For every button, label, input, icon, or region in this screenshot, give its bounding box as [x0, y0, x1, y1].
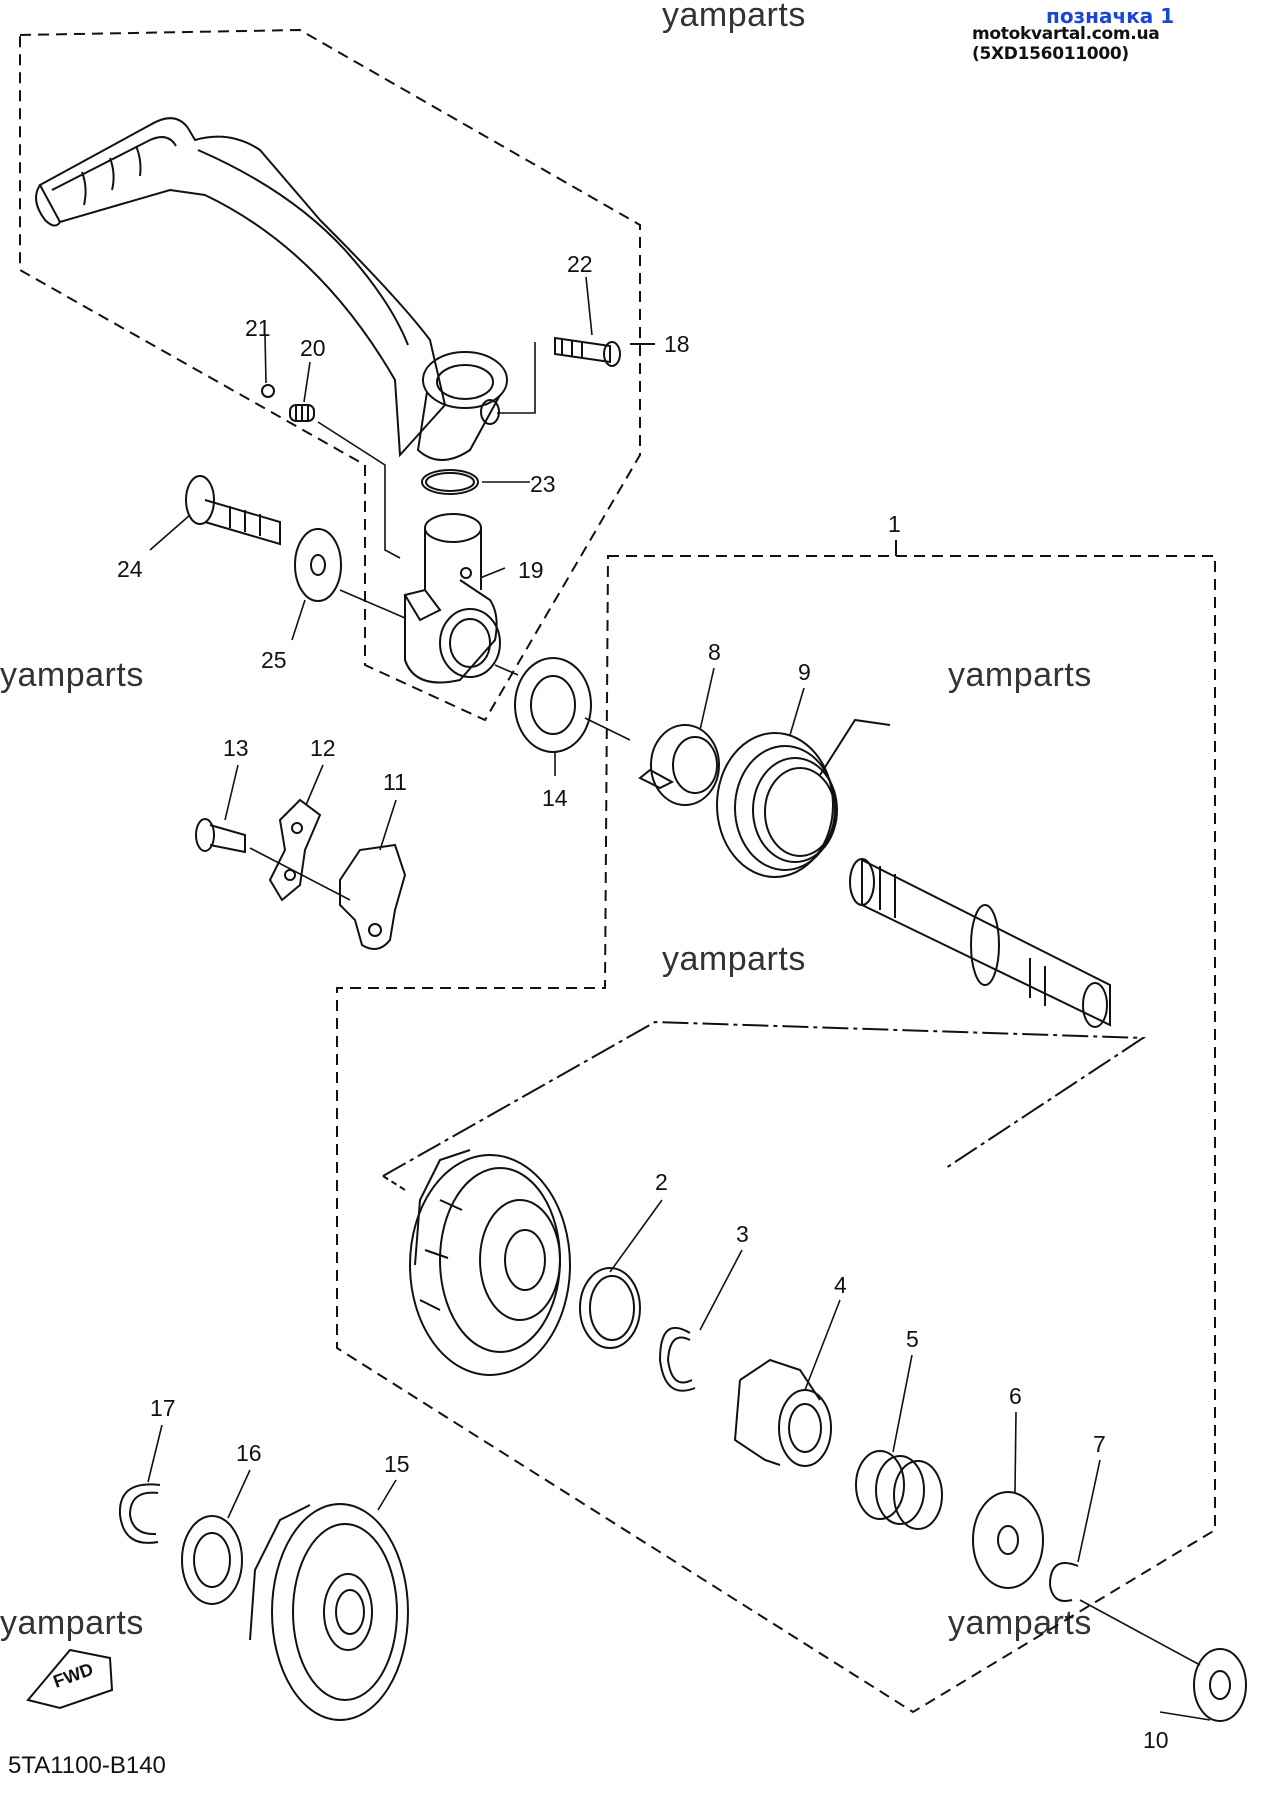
- callout-23: 23: [530, 471, 556, 497]
- idle-gear-15: [249, 1503, 409, 1721]
- oil-seal-14: [514, 657, 592, 753]
- watermark: yamparts: [948, 656, 1092, 694]
- callout-1: 1: [888, 511, 901, 537]
- spring-guide-8: [638, 724, 720, 806]
- torsion-spring-9: [716, 718, 891, 878]
- callout-19: 19: [518, 557, 544, 583]
- watermark: yamparts: [0, 1604, 144, 1642]
- washer-10: [1193, 1648, 1247, 1722]
- fwd-arrow-icon: [26, 1648, 114, 1710]
- callout-6: 6: [1009, 1383, 1022, 1409]
- callout-numbers: 1 2 3 4 5 6 7 8 9 10 11 12 13 14 15 16 1…: [51, 251, 1169, 1753]
- washer-25: [294, 528, 342, 602]
- watermark: yamparts: [662, 940, 806, 978]
- header-label: позначка 1: [1046, 4, 1175, 28]
- callout-15: 15: [384, 1451, 410, 1477]
- o-ring-23: [421, 469, 479, 495]
- header-source: motokvartal.com.ua (5XD156011000): [972, 24, 1160, 64]
- washer-6: [972, 1491, 1044, 1589]
- callout-11: 11: [383, 769, 407, 795]
- kick-boss-19: [403, 513, 501, 684]
- callout-5: 5: [906, 1326, 919, 1352]
- circlip-17: [118, 1483, 161, 1544]
- bolt-22: [554, 336, 621, 367]
- gear-group-outline: [382, 1020, 1147, 1177]
- callout-24: 24: [117, 556, 143, 582]
- washer-2: [579, 1267, 641, 1349]
- callout-17: 17: [150, 1395, 176, 1421]
- callout-20: 20: [300, 335, 326, 361]
- callout-9: 9: [798, 659, 811, 685]
- bolt-13: [195, 818, 246, 854]
- plate-12: [268, 798, 322, 902]
- callout-18: 18: [664, 331, 690, 357]
- spring-5: [855, 1450, 943, 1530]
- kick-axle: [849, 858, 1111, 1028]
- callout-4: 4: [834, 1272, 847, 1298]
- watermark: yamparts: [662, 0, 806, 34]
- watermark: yamparts: [948, 1604, 1092, 1642]
- callout-10: 10: [1143, 1727, 1169, 1753]
- stopper-11: [339, 843, 407, 950]
- callout-21: 21: [245, 315, 271, 341]
- callout-13: 13: [223, 735, 249, 761]
- kick-pedal-arm: [35, 117, 508, 461]
- circlip-7: [1048, 1562, 1079, 1602]
- callout-12: 12: [310, 735, 336, 761]
- callout-2: 2: [655, 1169, 668, 1195]
- spring-20: [289, 404, 315, 422]
- kick-axle-assembly-outline: [336, 555, 1216, 1714]
- diagram-code: 5TA1100-B140: [8, 1752, 166, 1779]
- ball-21: [261, 384, 275, 398]
- circlip-3: [658, 1327, 696, 1392]
- callout-22: 22: [567, 251, 593, 277]
- callout-3: 3: [736, 1221, 749, 1247]
- callout-8: 8: [708, 639, 721, 665]
- callout-16: 16: [236, 1440, 262, 1466]
- ratchet-gear: [409, 1149, 571, 1376]
- callout-7: 7: [1093, 1431, 1106, 1457]
- ratchet-4: [733, 1358, 832, 1467]
- callout-25: 25: [261, 647, 287, 673]
- bolt-24: [185, 475, 281, 546]
- callout-14: 14: [542, 785, 568, 811]
- washer-16: [181, 1515, 243, 1605]
- watermark: yamparts: [0, 656, 144, 694]
- kick-pedal-group-outline: [19, 28, 641, 722]
